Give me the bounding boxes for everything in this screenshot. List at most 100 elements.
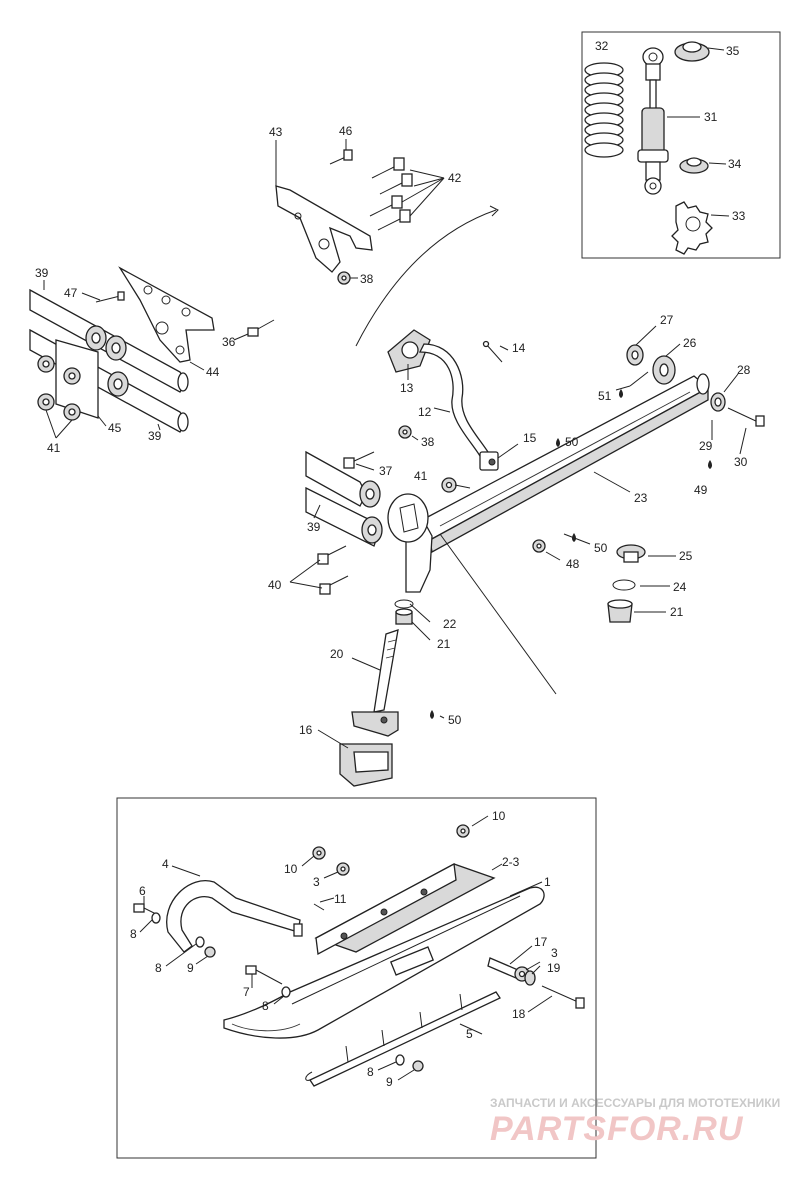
label-39-left: 39 <box>148 429 162 443</box>
small-hardware-ski <box>133 824 470 1072</box>
label-5: 5 <box>466 1027 473 1041</box>
bushing-part-21-right <box>607 599 633 623</box>
label-2-3: 2-3 <box>502 855 520 869</box>
label-38-mid: 38 <box>421 435 435 449</box>
label-23: 23 <box>634 491 648 505</box>
ski-leg-part-23 <box>421 373 710 554</box>
bolt-part-37 <box>343 451 375 469</box>
spring-cup-part-35 <box>674 41 710 62</box>
ski-bracket-part-2-3 <box>314 862 496 956</box>
label-50-b: 50 <box>594 541 608 555</box>
leader-lines-inset <box>667 47 730 217</box>
nut-part-41-mid <box>441 477 457 493</box>
label-41-mid: 41 <box>414 469 428 483</box>
rivet-part-47 <box>95 291 125 303</box>
assembly-arrow <box>355 209 497 347</box>
bushing-mid-2 <box>361 516 383 544</box>
label-17: 17 <box>534 935 548 949</box>
bushing-part-21 <box>395 608 413 625</box>
label-39-mid: 39 <box>307 520 321 534</box>
label-14: 14 <box>512 341 526 355</box>
label-42: 42 <box>448 171 462 185</box>
label-8-a: 8 <box>130 927 137 941</box>
bolt-part-18 <box>541 985 585 1009</box>
label-45: 45 <box>108 421 122 435</box>
label-27: 27 <box>660 313 674 327</box>
reference-line <box>439 533 557 695</box>
label-37: 37 <box>379 464 393 478</box>
washer-part-28 <box>710 392 726 412</box>
watermark: ЗАПЧАСТИ И АКСЕССУАРЫ ДЛЯ МОТОТЕХНИКИ PA… <box>490 1096 780 1148</box>
label-36: 36 <box>222 335 236 349</box>
label-11: 11 <box>334 892 347 906</box>
rivet-part-46 <box>329 149 353 165</box>
handle-part-4 <box>166 879 303 953</box>
label-35: 35 <box>726 44 740 58</box>
label-18: 18 <box>512 1007 526 1021</box>
label-34: 34 <box>728 157 742 171</box>
spring-seat-part-34 <box>679 157 709 174</box>
label-43: 43 <box>269 125 283 139</box>
nuts-part-41 <box>37 355 81 421</box>
bracket-part-44 <box>118 266 215 363</box>
label-48: 48 <box>566 557 580 571</box>
label-30: 30 <box>734 455 748 469</box>
label-22: 22 <box>443 617 457 631</box>
label-21-right: 21 <box>670 605 684 619</box>
ring-part-22 <box>394 599 414 609</box>
nut-part-38-mid <box>398 425 412 439</box>
label-10-top: 10 <box>492 809 506 823</box>
label-13: 13 <box>400 381 414 395</box>
bolts-part-42 <box>369 157 413 231</box>
label-19: 19 <box>547 961 561 975</box>
bolts-part-40 <box>317 545 349 595</box>
ski-inset-box <box>116 797 597 1159</box>
leader-lines-ski <box>139 815 553 1081</box>
label-12: 12 <box>418 405 432 419</box>
bushing-left-2 <box>105 335 127 361</box>
label-3-top: 3 <box>313 875 320 889</box>
watermark-brand: PARTSFOR.RU <box>490 1110 744 1148</box>
nut-part-38-top <box>337 271 351 285</box>
spindle-housing <box>387 493 433 593</box>
grease-fitting-part-48 <box>532 539 546 553</box>
shock-absorber-part-31 <box>637 47 669 195</box>
label-32: 32 <box>595 39 609 53</box>
label-9-a: 9 <box>187 961 194 975</box>
bolt-part-30 <box>727 407 765 427</box>
label-9-b: 9 <box>386 1075 393 1089</box>
grease-drop-icons <box>430 389 712 719</box>
label-3-ski: 3 <box>551 946 558 960</box>
label-16: 16 <box>299 723 313 737</box>
ski-part-1 <box>223 886 545 1039</box>
label-50-c: 50 <box>448 713 462 727</box>
part-number-labels: 32 35 31 34 3 3 43 46 42 38 39 47 36 44 4… <box>35 39 751 1089</box>
cap-part-25 <box>616 544 646 563</box>
label-49: 49 <box>694 483 708 497</box>
label-26: 26 <box>683 336 697 350</box>
bolt-part-36 <box>247 319 275 337</box>
label-38-top: 38 <box>360 272 374 286</box>
pin-part-14 <box>482 340 503 363</box>
leader-lines-mid <box>289 325 747 749</box>
spindle-part-20 <box>351 629 399 737</box>
label-25: 25 <box>679 549 693 563</box>
washer-part-27 <box>626 344 644 366</box>
label-21: 21 <box>437 637 451 651</box>
bracket-part-43 <box>275 185 373 273</box>
label-8-b: 8 <box>155 961 162 975</box>
label-47: 47 <box>64 286 78 300</box>
bushing-part-26 <box>652 355 676 385</box>
label-20: 20 <box>330 647 344 661</box>
label-8-c: 8 <box>262 999 269 1013</box>
shock-inset-box <box>581 31 781 259</box>
label-31: 31 <box>704 110 718 124</box>
label-44: 44 <box>206 365 220 379</box>
label-10: 10 <box>284 862 298 876</box>
label-46: 46 <box>339 124 353 138</box>
label-41-left: 41 <box>47 441 61 455</box>
label-4: 4 <box>162 857 169 871</box>
label-29: 29 <box>699 439 713 453</box>
wear-bar-part-5 <box>305 991 501 1087</box>
